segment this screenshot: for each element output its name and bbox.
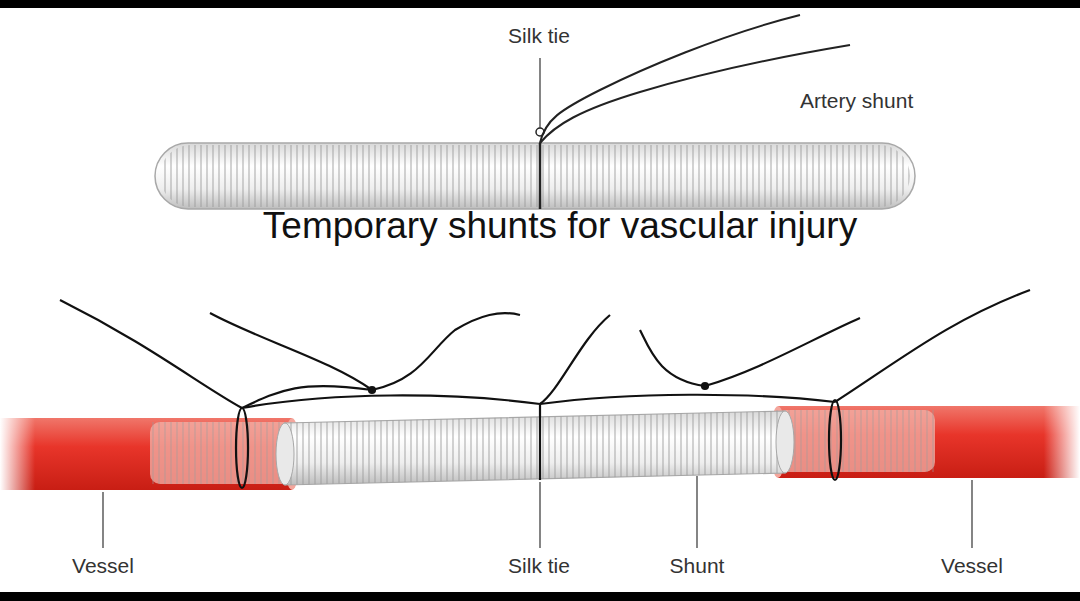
diagram-title: Temporary shunts for vascular injury [260, 198, 860, 254]
shunt-tube [150, 410, 935, 485]
part-label: Vessel [72, 554, 134, 578]
part-label: Shunt [670, 554, 725, 578]
leader-line [539, 58, 540, 128]
part-label: Vessel [941, 554, 1003, 578]
leader-lines [103, 476, 972, 548]
frame-bar [0, 0, 1080, 8]
vessel-left [0, 418, 300, 490]
artery-shunt [155, 15, 915, 209]
frame-bar [0, 592, 1080, 601]
part-label: Silk tie [508, 554, 570, 578]
part-label: Artery shunt [800, 89, 913, 113]
silk-ties [60, 290, 1030, 488]
part-label: Silk tie [508, 24, 570, 48]
vessel-right [770, 406, 1080, 478]
